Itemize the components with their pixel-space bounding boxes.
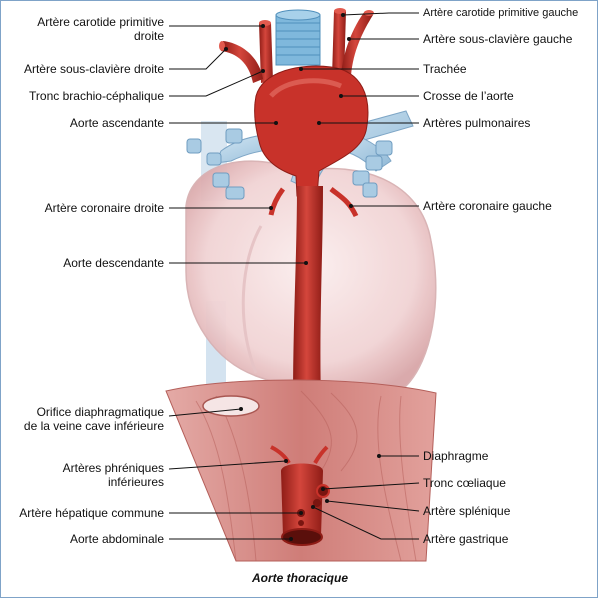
aorta-abdominal <box>281 463 323 536</box>
figure-caption: Aorte thoracique <box>251 571 348 585</box>
label-sous-claviere-gauche: Artère sous-clavière gauche <box>423 32 573 46</box>
aortic-arch <box>254 65 369 197</box>
label-carotide-gauche: Artère carotide primitive gauche <box>423 7 579 19</box>
subclavian-right <box>221 41 263 83</box>
pulmonary-vessel-stubs <box>186 128 393 200</box>
label-tronc-coeliaque: Tronc cœliaque <box>423 476 506 490</box>
label-carotide-droite: Artère carotide primitive droite <box>37 15 164 43</box>
trachea <box>275 9 321 66</box>
label-arteres-phreniques: Artères phréniques inférieures <box>62 461 164 489</box>
leader-lines <box>168 12 420 540</box>
carotid-right <box>259 23 273 83</box>
label-trachee: Trachée <box>423 62 467 76</box>
vena-cava-orifice <box>202 395 260 417</box>
label-splenique: Artère splénique <box>423 504 511 518</box>
label-aorte-ascendante: Aorte ascendante <box>69 116 164 130</box>
label-sous-claviere-droite: Artère sous-clavière droite <box>23 62 164 76</box>
label-crosse-aorte: Crosse de l’aorte <box>423 89 514 103</box>
label-gastrique: Artère gastrique <box>423 532 509 546</box>
aorta-descending <box>293 186 323 401</box>
subclavian-left <box>341 11 373 76</box>
label-coronaire-droite: Artère coronaire droite <box>44 201 164 215</box>
coronary-left <box>329 187 359 218</box>
label-coronaire-gauche: Artère coronaire gauche <box>423 199 552 213</box>
label-aorte-descendante: Aorte descendante <box>63 256 164 270</box>
coronary-right <box>268 187 286 216</box>
label-aorte-abdominale: Aorte abdominale <box>69 532 164 546</box>
label-orifice-veine-cave: Orifice diaphragmatique de la veine cave… <box>23 405 164 433</box>
label-hepatique-commune: Artère hépatique commune <box>19 506 164 520</box>
label-diaphragme: Diaphragme <box>423 449 489 463</box>
label-tronc-brachio-cephalique: Tronc brachio-céphalique <box>29 89 164 103</box>
carotid-left <box>332 11 346 79</box>
label-arteres-pulmonaires: Artères pulmonaires <box>423 116 531 130</box>
